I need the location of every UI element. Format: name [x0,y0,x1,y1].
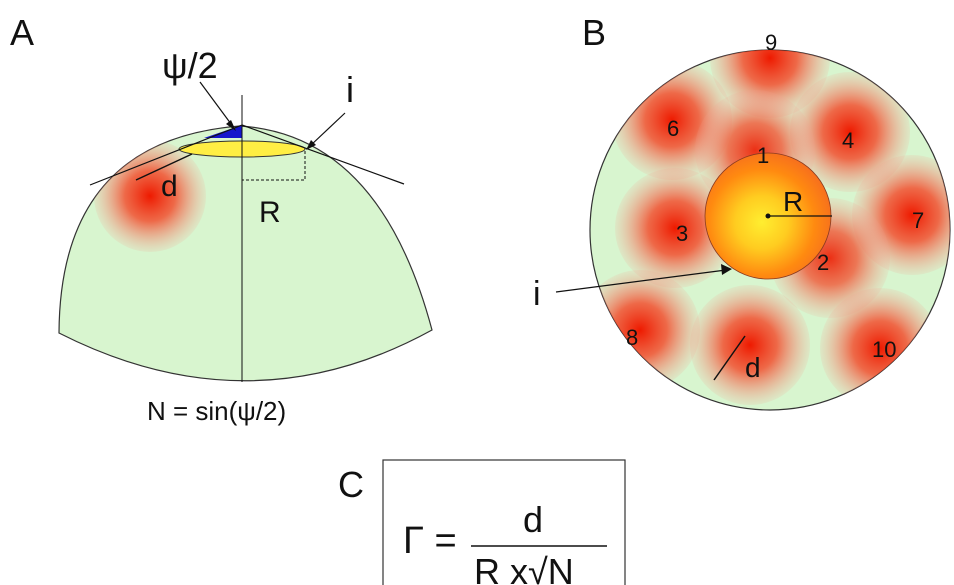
i-label-b: i [533,275,541,313]
spot-5 [690,285,810,405]
r-label-a: R [259,196,281,229]
psi-label: ψ/2 [162,45,218,86]
i-arrowhead-a [306,140,316,150]
spot-8 [590,270,700,390]
spot-label-2: 2 [817,250,829,275]
spot-label-10: 10 [872,337,896,362]
d-label-b: d [745,352,761,383]
sphere-cap [58,125,433,382]
spot-label-3: 3 [676,221,688,246]
gamma-symbol: Γ = [403,520,457,562]
r-label-b: R [783,186,803,217]
radius-bracket [241,149,306,181]
spot-4 [790,72,910,192]
spot-label-8: 8 [626,325,638,350]
spot-3 [615,168,735,288]
spot-label-4: 4 [842,128,854,153]
spot-diameter-line [135,153,193,181]
spot-label-9: 9 [765,30,777,55]
i-arrow-a [309,112,346,147]
formula-numerator: d [523,499,543,540]
spot-label-7: 7 [912,208,924,233]
spot-label-6: 6 [667,116,679,141]
n-formula: N = sin(ψ/2) [147,396,286,426]
tangent-right [241,124,405,185]
i-label-a: i [346,69,354,110]
psi-arrow [199,81,235,129]
panel-b-label: B [582,12,606,53]
panel-c-label: C [338,464,364,505]
d-label-a: d [161,170,178,203]
tangent-left [89,124,243,186]
i-arrow-b [555,269,727,293]
psi-arrowhead [226,120,236,131]
formula-denominator: R x√N [474,551,574,585]
spot-9 [710,50,830,118]
spot-diameter-line-b [713,335,746,381]
formula-box [382,459,626,585]
spot-label-1: 1 [757,143,769,168]
panel-a-label: A [10,12,34,53]
i-arrowhead-b [721,264,732,275]
sphere-spot [94,140,206,252]
